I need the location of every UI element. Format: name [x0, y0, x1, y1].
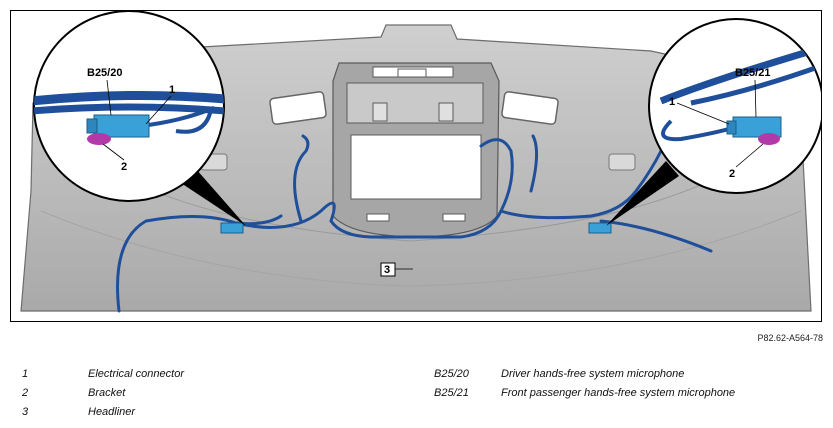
legend-num: 1: [22, 368, 29, 380]
legend-text: Electrical connector: [88, 368, 184, 380]
callout-b25-21: B25/21: [735, 67, 770, 79]
right-mic-connector: [588, 222, 612, 234]
right-magnifier: B25/21 1 2: [648, 18, 821, 194]
legend-num: B25/21: [434, 387, 469, 399]
legend-text: Bracket: [88, 387, 126, 399]
legend-num: 3: [22, 406, 29, 418]
legend-num: 2: [22, 387, 29, 399]
callout-3: 3: [384, 264, 390, 276]
diagram-svg: 3 B25/20 1 2 B25/21 1: [20, 11, 821, 313]
left-light: [269, 91, 327, 125]
figure-code: P82.62-A564-78: [757, 333, 823, 343]
callout-b25-20: B25/20: [87, 67, 122, 79]
callout-2-left: 2: [121, 161, 127, 173]
right-light: [501, 91, 559, 125]
legend-num: B25/20: [434, 368, 469, 380]
headliner-diagram: 3 B25/20 1 2 B25/21 1: [10, 10, 822, 322]
legend-text: Front passenger hands-free system microp…: [501, 387, 736, 399]
callout-1-left: 1: [169, 84, 175, 96]
left-magnifier: B25/20 1 2: [33, 11, 225, 202]
callout-2-right: 2: [729, 168, 735, 180]
left-mic-connector: [220, 222, 244, 234]
legend-text: Driver hands-free system microphone: [501, 368, 685, 380]
legend-right: B25/20 Driver hands-free system micropho…: [434, 368, 829, 408]
callout-1-right: 1: [669, 96, 675, 108]
legend-text: Headliner: [88, 406, 136, 418]
cable-harness: [116, 134, 713, 313]
legend-left: 1 Electrical connector 2 Bracket 3 Headl…: [22, 368, 402, 428]
